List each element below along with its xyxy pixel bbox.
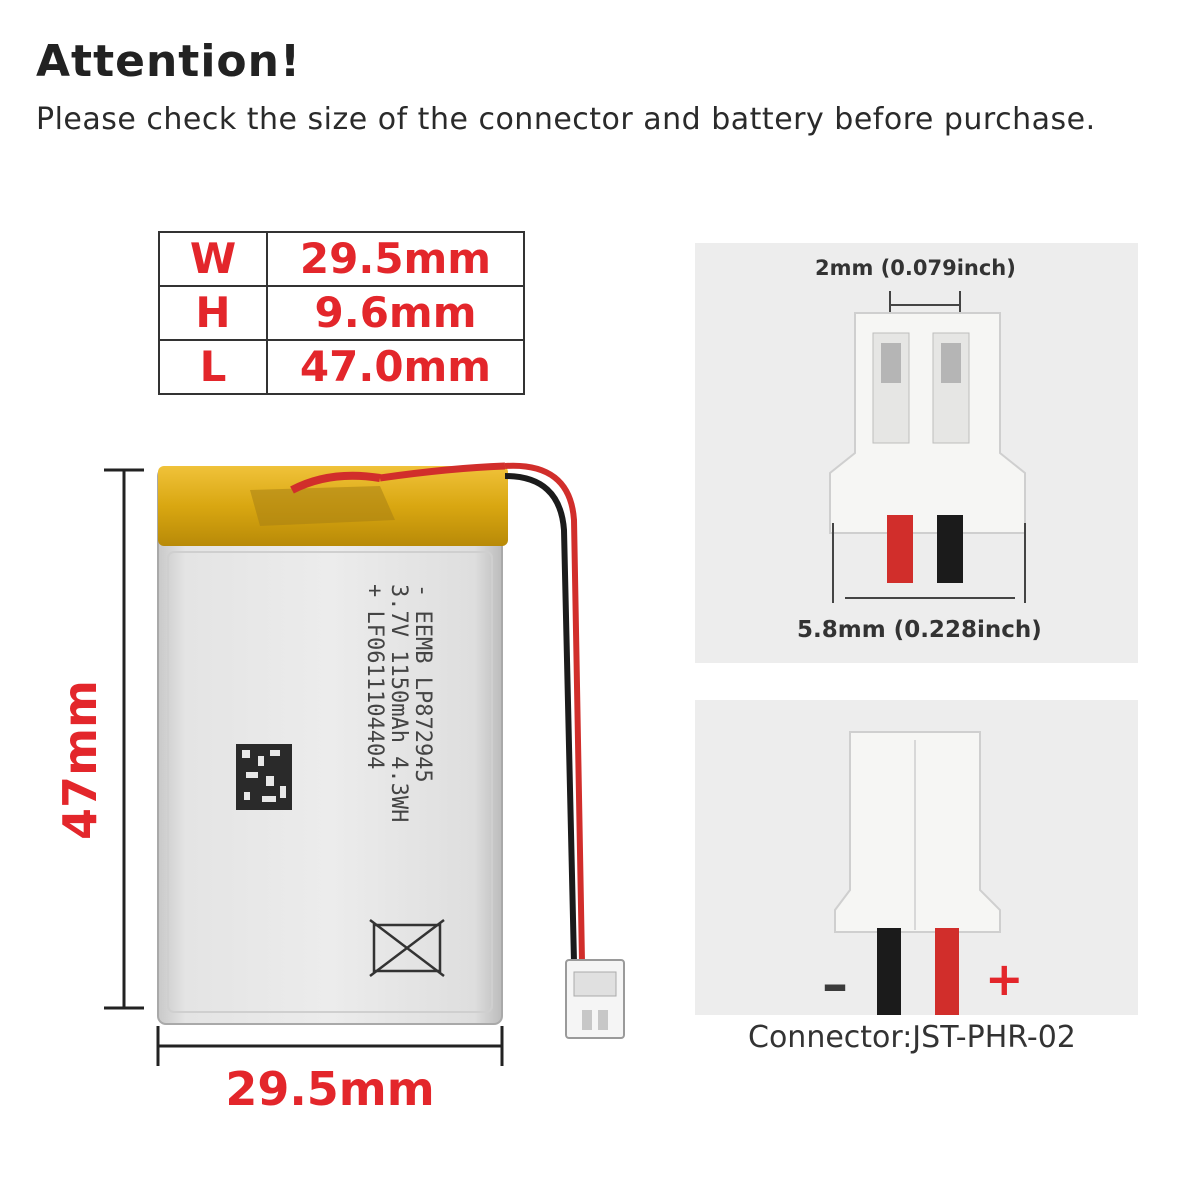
connector-side-view xyxy=(834,731,1001,1015)
spec-key: H xyxy=(158,285,268,341)
connector-type-caption: Connector:JST-PHR-02 xyxy=(748,1020,1076,1055)
spec-row-height: H 9.6mm xyxy=(158,285,525,341)
height-value: 47mm xyxy=(53,680,107,840)
negative-terminal-sign: – xyxy=(822,955,848,1015)
height-dimension-line xyxy=(104,468,144,1010)
spec-key: L xyxy=(158,339,268,395)
battery-label-line2: 3.7V 1150mAh 4.3WH xyxy=(386,584,411,823)
recycle-bin-icon xyxy=(369,919,445,977)
positive-terminal-sign: + xyxy=(985,952,1024,1006)
spec-value: 29.5mm xyxy=(266,231,525,287)
spec-row-length: L 47.0mm xyxy=(158,339,525,395)
connector-dimension-panel xyxy=(695,243,1138,663)
spec-row-width: W 29.5mm xyxy=(158,231,525,287)
page-subtitle: Please check the size of the connector a… xyxy=(36,102,1096,137)
connector-closeup xyxy=(829,291,1026,603)
width-dimension-label: 29.5mm xyxy=(225,1062,435,1116)
battery-cell xyxy=(157,462,508,1025)
spec-value: 9.6mm xyxy=(266,285,525,341)
battery-label-line1: - EEMB LP872945 xyxy=(410,584,435,783)
spec-table: W 29.5mm H 9.6mm L 47.0mm xyxy=(158,231,525,395)
pin-pitch-label: 2mm (0.079inch) xyxy=(815,256,1016,280)
connector-polarity-panel xyxy=(695,700,1138,1015)
page-title: Attention! xyxy=(36,36,302,87)
connector-width-label: 5.8mm (0.228inch) xyxy=(797,617,1042,643)
spec-value: 47.0mm xyxy=(266,339,525,395)
small-jst-connector xyxy=(565,959,625,1039)
battery-label-line3: + LF0611104404 xyxy=(362,584,387,770)
lead-wires xyxy=(504,462,585,963)
height-dimension-label: 47mm xyxy=(40,610,120,910)
spec-key: W xyxy=(158,231,268,287)
width-dimension-line xyxy=(156,1026,504,1066)
battery-label: - EEMB LP872945 3.7V 1150mAh 4.3WH + LF0… xyxy=(360,584,450,884)
